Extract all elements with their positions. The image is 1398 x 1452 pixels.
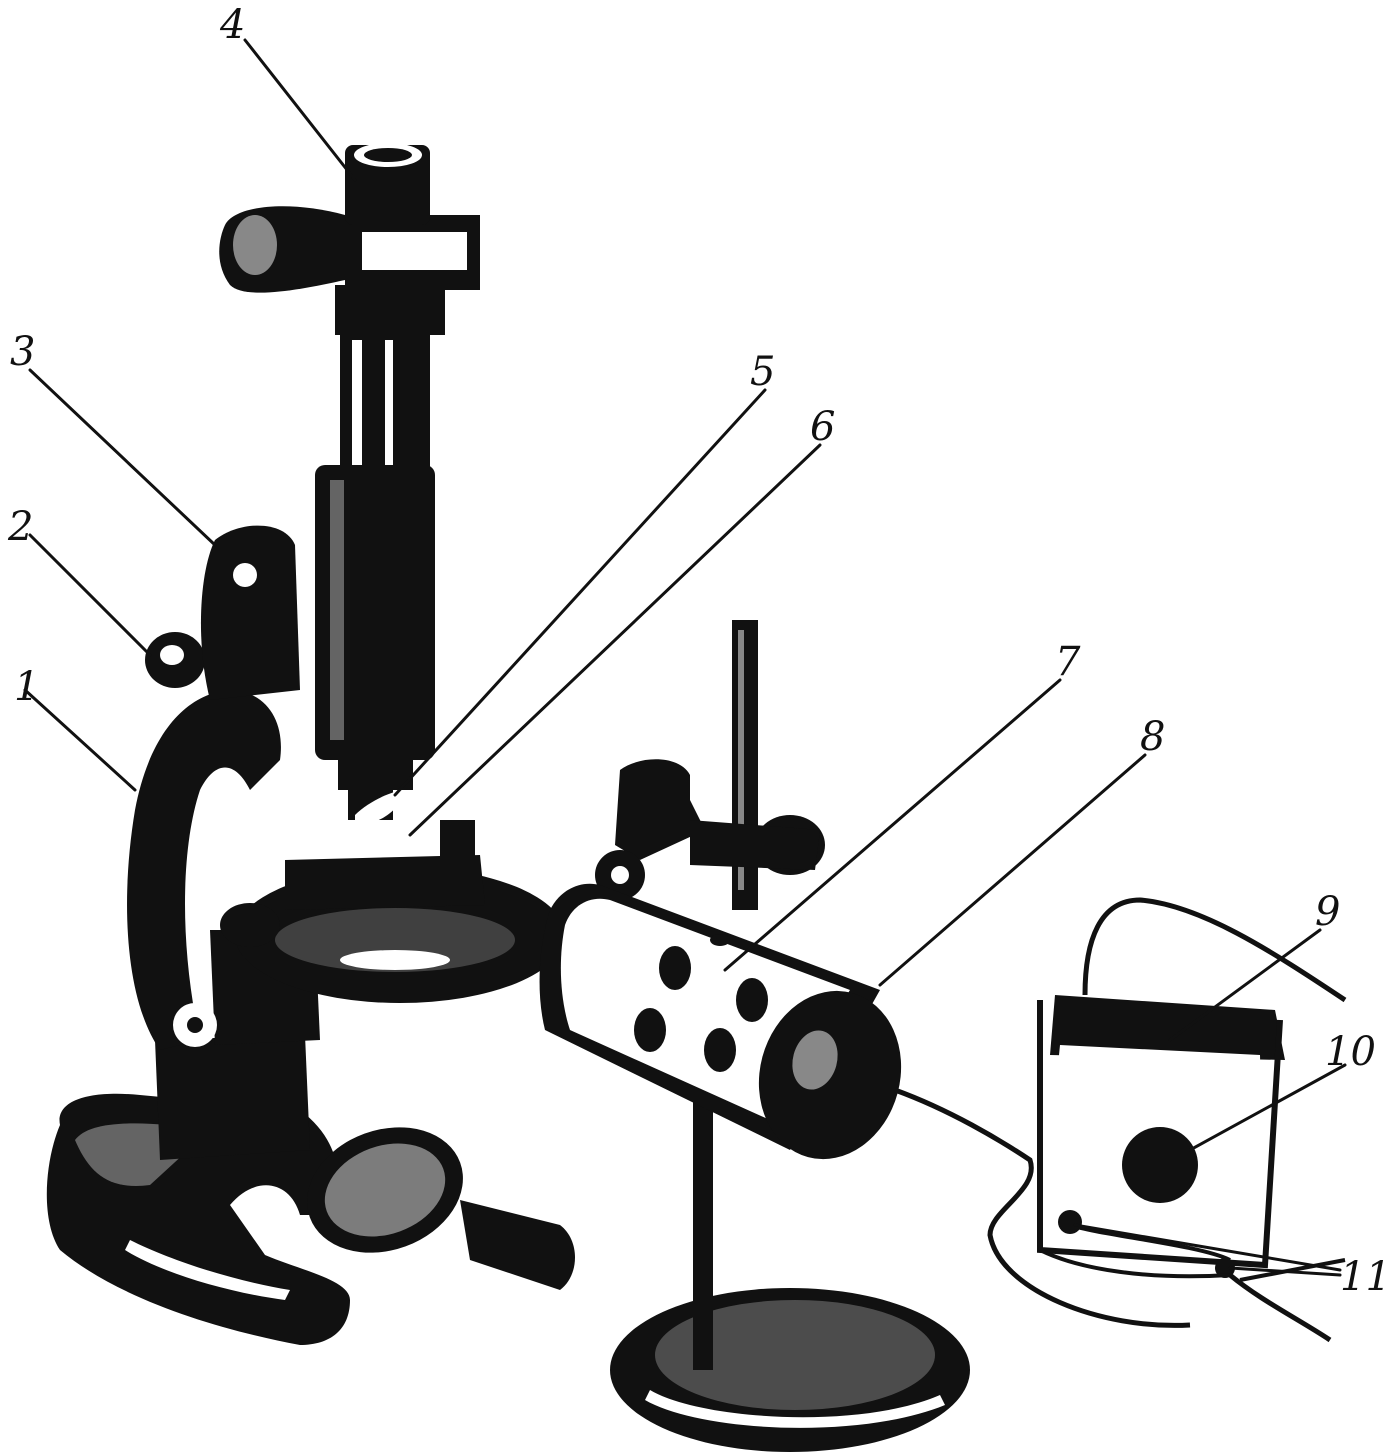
- transformer-box: [1037, 897, 1347, 1343]
- label-11: 11: [1340, 1254, 1391, 1300]
- label-3: 3: [10, 329, 35, 375]
- focus-head: [200, 525, 300, 700]
- label-9: 9: [1315, 889, 1340, 935]
- mirror: [307, 1127, 575, 1290]
- leader-3: [28, 368, 217, 547]
- leader-lines: [23, 38, 1347, 1277]
- leader-11b: [1228, 1266, 1342, 1277]
- label-4: 4: [219, 2, 245, 48]
- label-7: 7: [1055, 639, 1081, 685]
- body-tube: [219, 143, 480, 760]
- lamp-assembly: [539, 620, 1191, 1452]
- label-1: 1: [14, 664, 39, 710]
- label-2: 2: [7, 504, 33, 550]
- leader-1: [23, 688, 137, 792]
- leader-11a: [1073, 1223, 1342, 1272]
- leader-7: [723, 678, 1062, 972]
- leader-10: [1188, 1063, 1347, 1152]
- label-5: 5: [750, 349, 775, 395]
- objective: [338, 745, 413, 825]
- leader-2: [28, 533, 152, 657]
- microscope: [46, 143, 575, 1345]
- leader-5: [393, 388, 767, 797]
- coarse-focus-knob: [145, 632, 205, 688]
- label-10: 10: [1325, 1029, 1376, 1075]
- microscope-pillar: [155, 1035, 310, 1160]
- part-labels: 1 2 3 4 5 6 7 8 9 10 11: [7, 2, 1391, 1300]
- label-8: 8: [1140, 714, 1165, 760]
- leader-9: [1168, 928, 1322, 1042]
- leader-8: [878, 753, 1147, 987]
- microscope-arm: [127, 690, 281, 1050]
- stage: [220, 820, 565, 1003]
- label-6: 6: [810, 404, 835, 450]
- leader-6: [408, 443, 822, 837]
- leader-4: [243, 38, 357, 182]
